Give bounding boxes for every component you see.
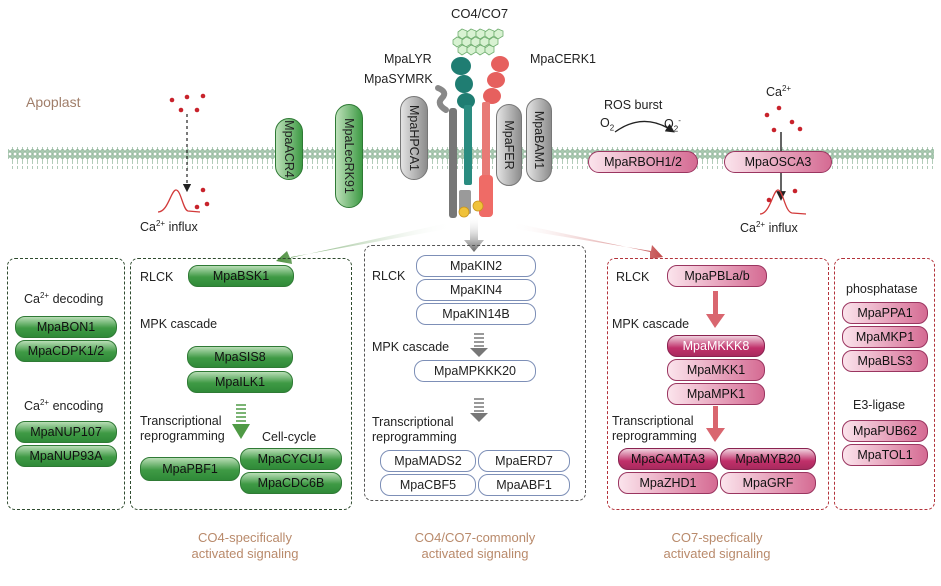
mkp1-node[interactable]: MpaMKP1 — [842, 326, 928, 348]
calcium-right-dots — [764, 105, 803, 203]
regulator-panel — [834, 258, 935, 510]
cdc6b-node[interactable]: MpaCDC6B — [240, 472, 342, 494]
ros-arrow — [614, 120, 675, 133]
ligand-label: CO4/CO7 — [451, 6, 509, 21]
acr4-receptor[interactable]: MpaACR4 — [275, 118, 303, 180]
calcium-spike-left — [157, 189, 201, 213]
erd7-node[interactable]: MpaERD7 — [478, 450, 570, 472]
o2-right: O2- — [664, 116, 681, 134]
common-mpk-label: MPK cascade — [372, 340, 450, 354]
nup107-node[interactable]: MpaNUP107 — [15, 421, 117, 443]
symrk-receptor-icon — [435, 85, 471, 218]
co4-dashed-arrow — [232, 424, 250, 439]
common-dashed-arrow-2 — [470, 413, 488, 422]
phospho-dot-left — [458, 206, 470, 218]
common-dashed-arrow-1 — [474, 333, 484, 347]
nup93a-node[interactable]: MpaNUP93A — [15, 445, 117, 467]
lyr-label: MpaLYR — [384, 52, 432, 66]
apoplast-label: Apoplast — [26, 94, 81, 110]
camta3-node[interactable]: MpaCAMTA3 — [618, 448, 718, 470]
co7-panel — [607, 258, 829, 510]
common-signal-arrow — [464, 216, 484, 252]
osca3-receptor[interactable]: MpaOSCA3 — [724, 151, 832, 173]
hpca1-receptor[interactable]: MpaHPCA1 — [400, 96, 428, 180]
cycu1-node[interactable]: MpaCYCU1 — [240, 448, 342, 470]
ppa1-node[interactable]: MpaPPA1 — [842, 302, 928, 324]
e3-ligase-label: E3-ligase — [853, 398, 906, 412]
co7-mpk-label: MPK cascade — [612, 317, 690, 331]
phospho-dot-right — [472, 200, 484, 212]
cbf5-node[interactable]: MpaCBF5 — [380, 474, 476, 496]
mpk1-node[interactable]: MpaMPK1 — [667, 383, 765, 405]
ros-burst-label: ROS burst — [604, 98, 663, 112]
ilk1-node[interactable]: MpaILK1 — [187, 371, 293, 393]
cell-cycle-label: Cell-cycle — [262, 430, 317, 444]
co4-rlck-label: RLCK — [140, 270, 174, 284]
kin2-node[interactable]: MpaKIN2 — [416, 255, 536, 277]
zhd1-node[interactable]: MpaZHD1 — [618, 472, 718, 494]
bon1-node[interactable]: MpaBON1 — [15, 316, 117, 338]
lecrk91-receptor[interactable]: MpaLecRK91 — [335, 104, 363, 208]
co7-arrow-2 — [706, 428, 725, 442]
ca-decoding-label: Ca2+ decoding — [24, 291, 104, 307]
co7-arrow-1 — [706, 314, 725, 328]
calcium-spike-right — [759, 189, 807, 215]
abf1-node[interactable]: MpaABF1 — [478, 474, 570, 496]
mpkkk20-node[interactable]: MpaMPKKK20 — [414, 360, 536, 382]
co4-mpk-label: MPK cascade — [140, 317, 218, 331]
ca-panel — [7, 258, 125, 510]
ca-encoding-label: Ca2+ encoding — [24, 398, 104, 414]
mkk1-node[interactable]: MpaMKK1 — [667, 359, 765, 381]
co7-signal-arrow — [510, 222, 663, 259]
co7-rlck-label: RLCK — [616, 270, 650, 284]
common-panel — [364, 245, 586, 501]
symrk-label: MpaSYMRK — [364, 72, 433, 86]
lyr-receptor-icon — [451, 57, 475, 185]
pbl-node[interactable]: MpaPBLa/b — [667, 265, 767, 287]
chitin-oligomer-icon — [452, 28, 504, 56]
phosphatase-label: phosphatase — [846, 282, 918, 296]
kin14b-node[interactable]: MpaKIN14B — [416, 303, 536, 325]
bsk1-node[interactable]: MpaBSK1 — [188, 265, 294, 287]
pbf1-node[interactable]: MpaPBF1 — [140, 457, 240, 481]
kin4-node[interactable]: MpaKIN4 — [416, 279, 536, 301]
common-rlck-label: RLCK — [372, 269, 406, 283]
grf-node[interactable]: MpaGRF — [720, 472, 816, 494]
o2-left: O2 — [600, 116, 615, 133]
cdpk-node[interactable]: MpaCDPK1/2 — [15, 340, 117, 362]
cerk1-receptor-icon — [479, 56, 509, 217]
sis8-node[interactable]: MpaSIS8 — [187, 346, 293, 368]
pub62-node[interactable]: MpaPUB62 — [842, 420, 928, 442]
bls3-node[interactable]: MpaBLS3 — [842, 350, 928, 372]
tol1-node[interactable]: MpaTOL1 — [842, 444, 928, 466]
mads2-node[interactable]: MpaMADS2 — [380, 450, 476, 472]
rboh-receptor[interactable]: MpaRBOH1/2 — [588, 151, 698, 173]
calcium-top-right-label: Ca2+ — [766, 84, 792, 100]
calcium-left-dots — [169, 93, 210, 210]
bam1-receptor[interactable]: MpaBAM1 — [526, 98, 552, 182]
cerk1-label: MpaCERK1 — [530, 52, 596, 66]
co4-signal-arrow — [276, 222, 453, 264]
mkkk8-node[interactable]: MpaMKKK8 — [667, 335, 765, 357]
co4-panel — [130, 258, 352, 510]
calcium-influx-left-label: Ca2+ influx — [140, 219, 198, 235]
myb20-node[interactable]: MpaMYB20 — [720, 448, 816, 470]
fer-receptor[interactable]: MpaFER — [496, 104, 522, 186]
calcium-influx-right-label: Ca2+ influx — [740, 220, 798, 236]
